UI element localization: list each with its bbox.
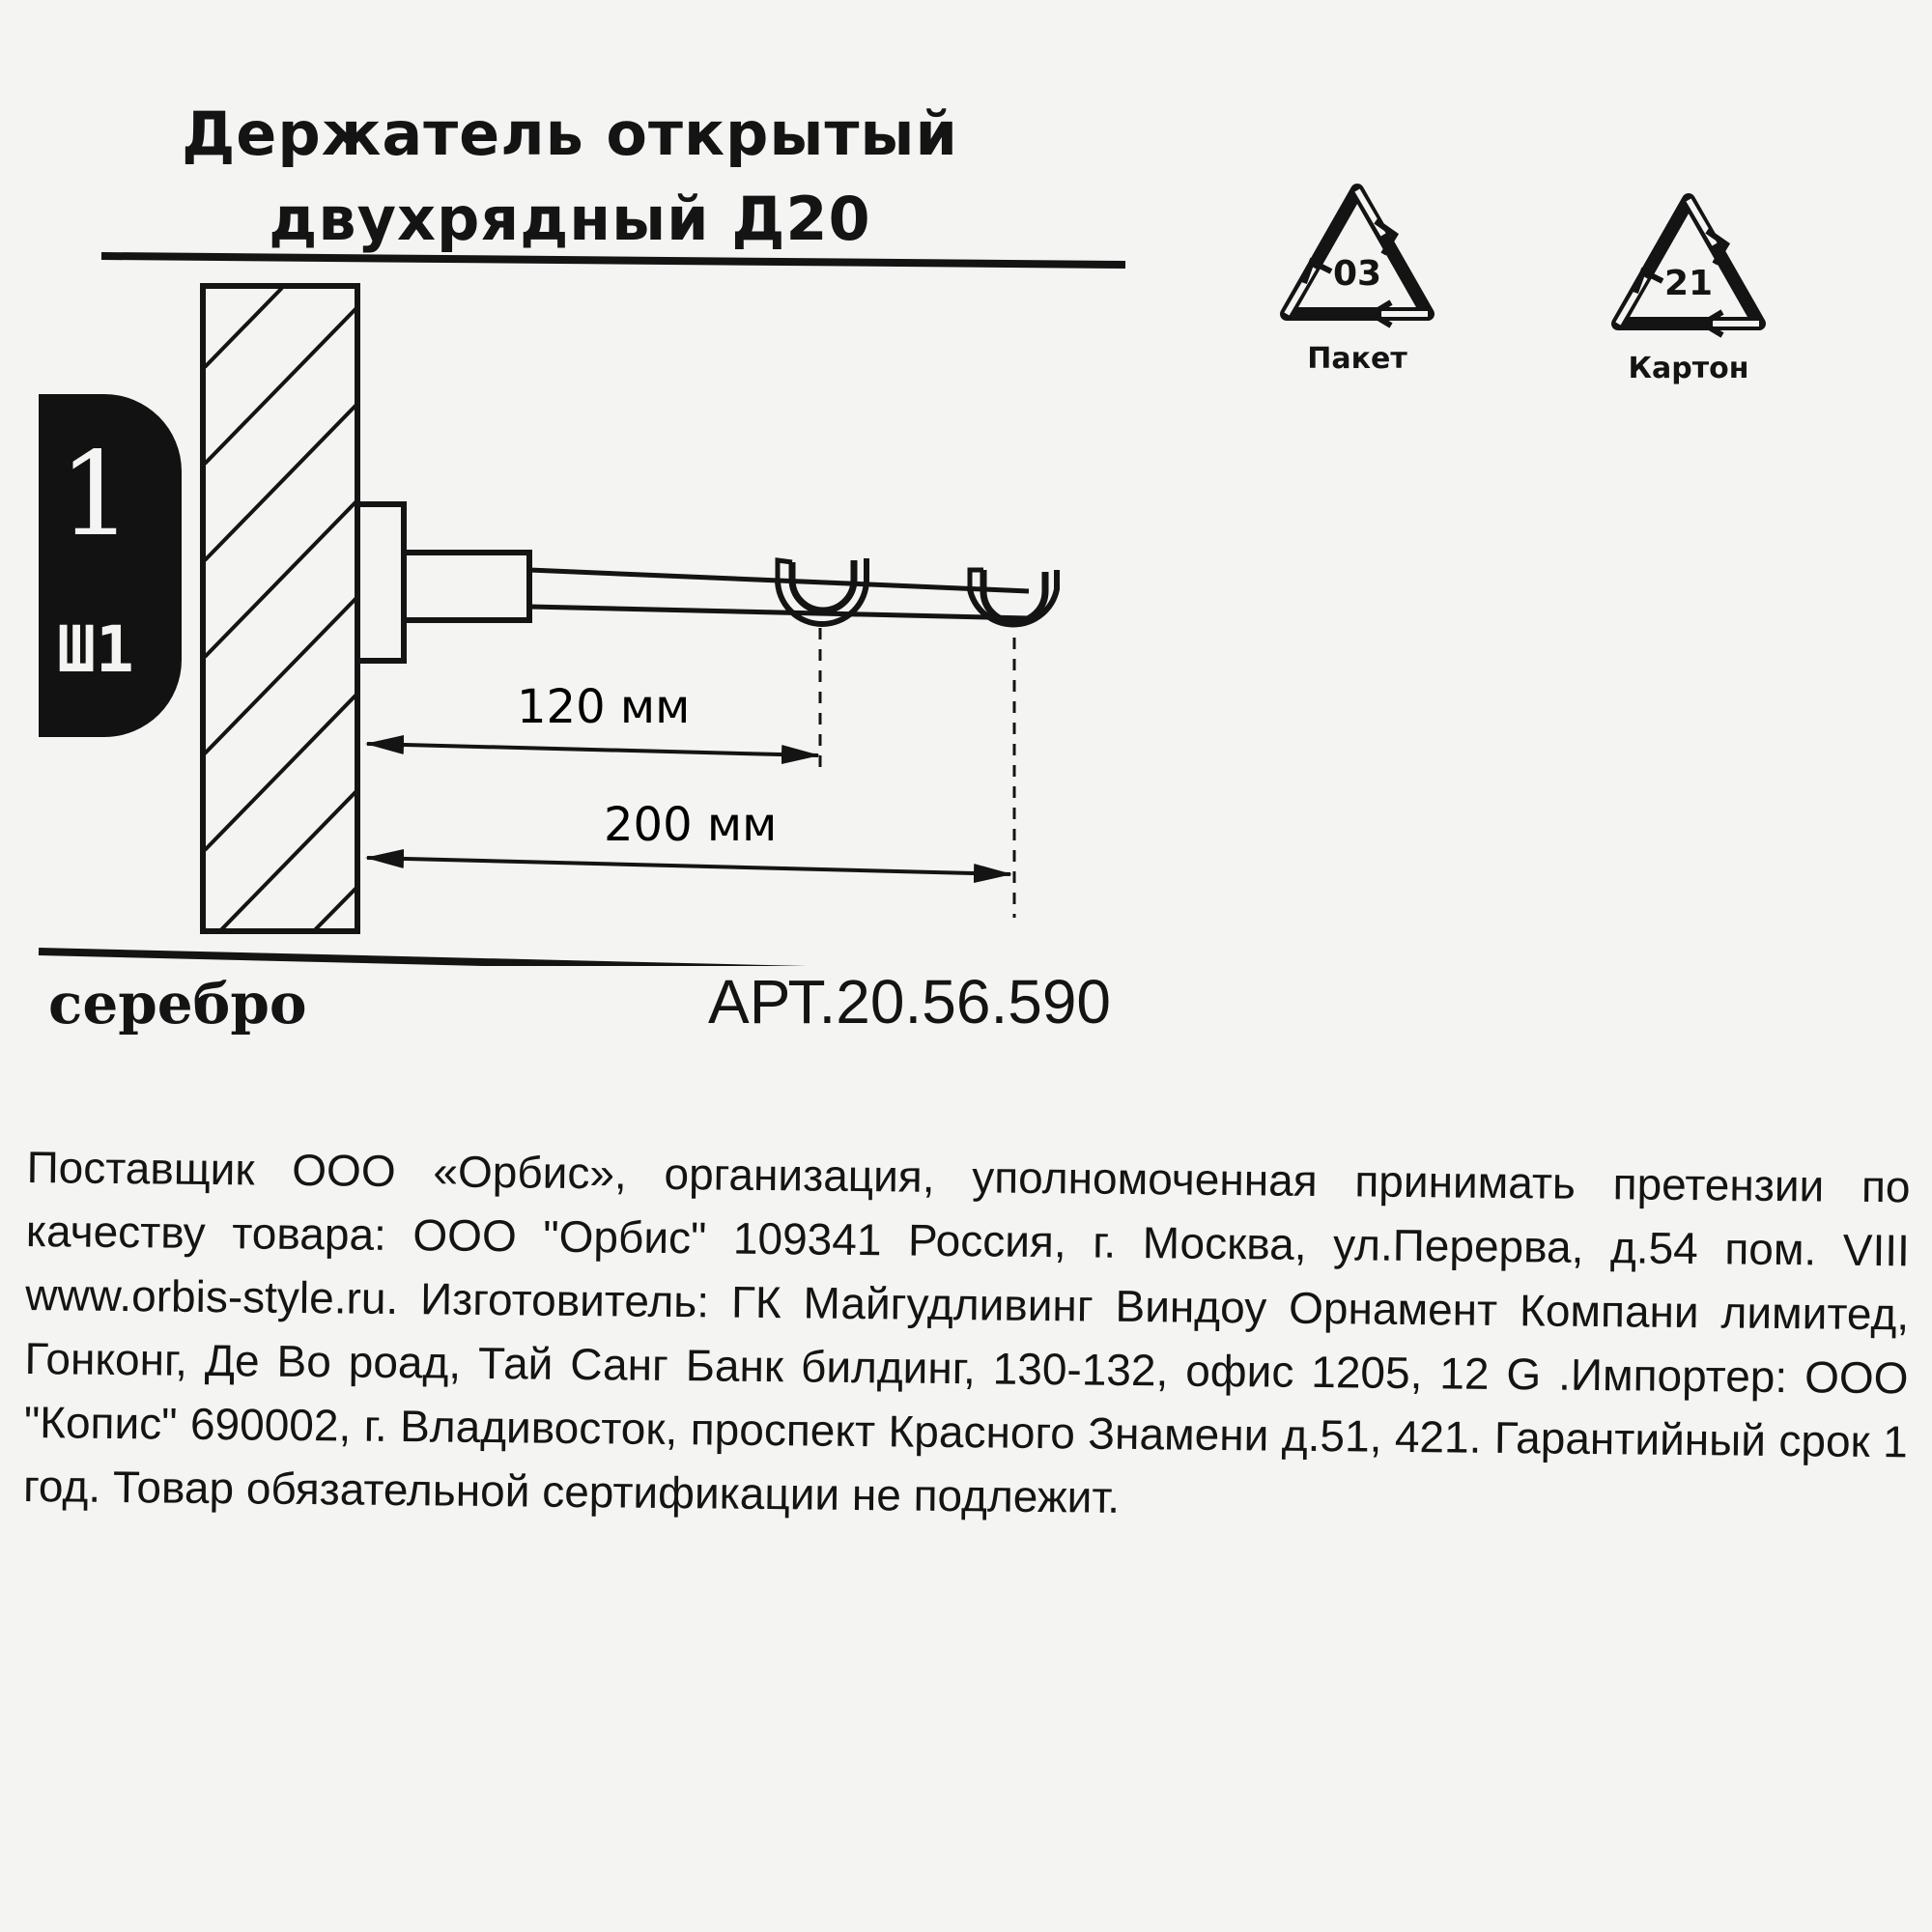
badge-code: Ш1 bbox=[57, 612, 134, 687]
wall-section bbox=[200, 283, 360, 934]
recycle-triangle-icon: 03 bbox=[1280, 184, 1435, 328]
hook-first bbox=[788, 560, 858, 614]
bracket-drawing: 120 мм 200 мм bbox=[38, 252, 1126, 966]
recycle-code-packet: 03 bbox=[1333, 254, 1381, 294]
hook-second bbox=[980, 570, 1049, 626]
product-title-line-2: двухрядный Д20 bbox=[269, 184, 871, 254]
product-color: серебро bbox=[48, 971, 307, 1037]
recycle-mark-packet: 03 Пакет bbox=[1261, 179, 1454, 376]
size-badge: 1 Ш1 bbox=[39, 394, 182, 737]
recycle-label-packet: Пакет bbox=[1307, 342, 1407, 376]
article-number: АРТ.20.56.590 bbox=[708, 967, 1111, 1037]
dimension-arrow-outer bbox=[365, 848, 1012, 884]
recycle-mark-carton: 21 Картон bbox=[1592, 188, 1785, 385]
supplier-info-paragraph: Поставщик ООО «Орбис», организация, упол… bbox=[22, 1141, 1911, 1522]
recycle-code-carton: 21 bbox=[1664, 264, 1713, 303]
recycle-triangle-icon: 21 bbox=[1611, 193, 1766, 338]
dimension-label-inner: 120 мм bbox=[517, 680, 690, 734]
rod-thin-bottom bbox=[528, 604, 1030, 621]
bottom-rule bbox=[38, 948, 808, 966]
recycle-label-carton: Картон bbox=[1628, 352, 1749, 385]
dimension-arrow-inner bbox=[365, 734, 820, 765]
dimension-label-outer: 200 мм bbox=[604, 798, 777, 852]
mounting-plate bbox=[355, 501, 407, 664]
product-title: Держатель открытый двухрядный Д20 bbox=[164, 92, 976, 262]
top-rule bbox=[100, 252, 1126, 269]
badge-number: 1 bbox=[58, 428, 133, 562]
rod-base bbox=[401, 550, 532, 623]
product-title-line-1: Держатель открытый bbox=[182, 99, 958, 169]
